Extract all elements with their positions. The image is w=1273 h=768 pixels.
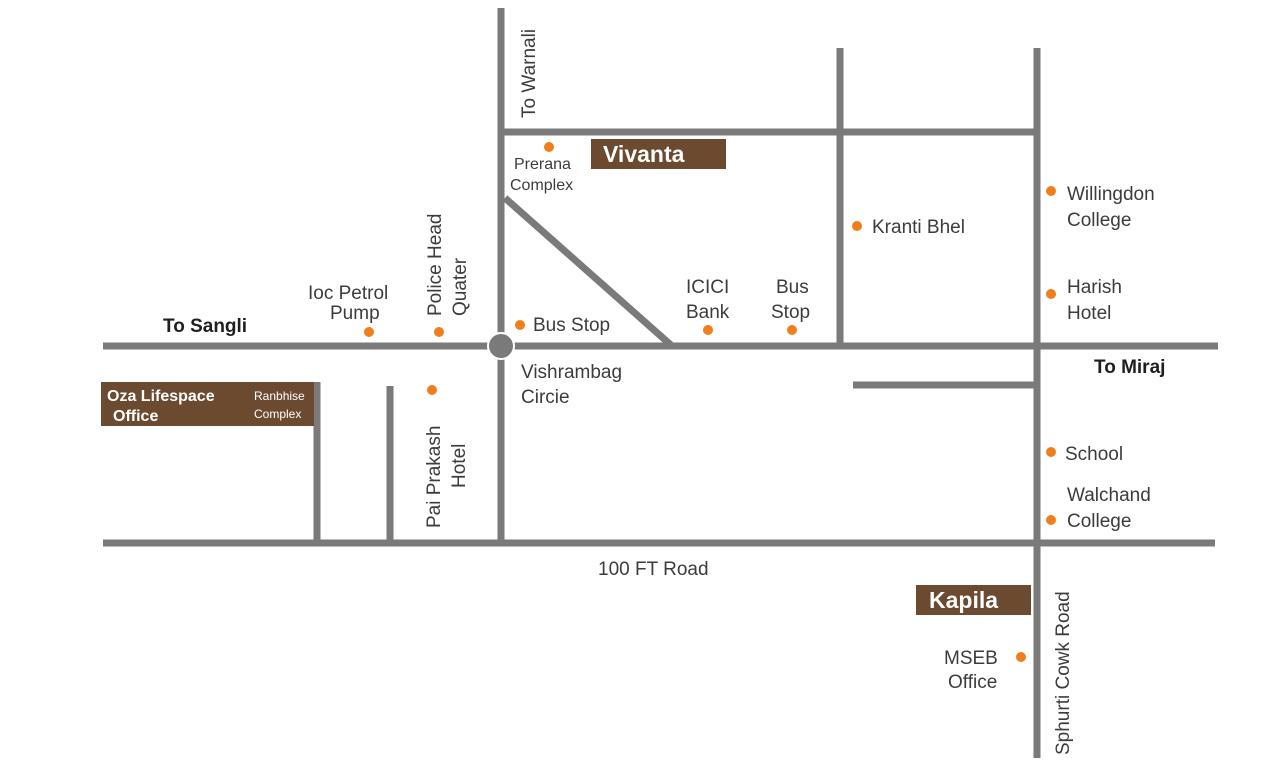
landmark-bus-stop-2: Bus Stop — [771, 277, 810, 335]
landmark-walchand-college: Walchand College — [1046, 485, 1151, 532]
pai-prakash-line2: Hotel — [449, 444, 470, 488]
landmark-school: School — [1046, 444, 1123, 465]
office-sub-line2: Complex — [254, 407, 301, 421]
vivanta-label: Vivanta — [603, 141, 685, 167]
landmark-icici-bank: ICICI Bank — [686, 277, 730, 335]
marker-dot — [434, 327, 444, 337]
bus-stop-1-label: Bus Stop — [533, 315, 610, 336]
harish-line1: Harish — [1067, 277, 1122, 298]
vishrambag-line2: Circie — [521, 387, 570, 408]
landmark-police-head-quater: Police Head Quater — [425, 214, 471, 337]
road-diagonal — [502, 195, 675, 349]
kapila-label: Kapila — [929, 587, 998, 613]
bus-stop-2-line2: Stop — [771, 302, 810, 323]
vishrambag-circle-marker — [487, 332, 515, 360]
ioc-line2: Pump — [330, 303, 380, 324]
marker-dot — [364, 327, 374, 337]
office-sub-line1: Ranbhise — [254, 389, 305, 403]
marker-dot — [703, 325, 713, 335]
icici-line2: Bank — [686, 302, 730, 323]
office-label-line2: Office — [113, 408, 158, 425]
landmark-willingdon-college: Willingdon College — [1046, 184, 1155, 231]
police-line2: Quater — [450, 257, 471, 316]
to-sangli-label: To Sangli — [163, 316, 247, 337]
roads — [103, 8, 1218, 758]
bus-stop-2-line1: Bus — [776, 277, 809, 298]
harish-line2: Hotel — [1067, 303, 1111, 324]
landmark-prerana-complex: Prerana Complex — [510, 142, 573, 194]
marker-dot — [1046, 447, 1056, 457]
landmark-ioc-petrol-pump: Ioc Petrol Pump — [308, 283, 388, 337]
oza-lifespace-office-tag: Oza Lifespace Office Ranbhise Complex — [101, 382, 314, 426]
marker-dot — [427, 385, 437, 395]
landmark-kranti-bhel: Kranti Bhel — [852, 217, 965, 238]
marker-dot — [1046, 186, 1056, 196]
police-line1: Police Head — [425, 214, 446, 316]
kranti-bhel-label: Kranti Bhel — [872, 217, 965, 238]
walchand-line1: Walchand — [1067, 485, 1151, 506]
marker-dot — [544, 142, 554, 152]
vishrambag-circle-label: Vishrambag Circie — [521, 362, 627, 408]
prerana-line1: Prerana — [514, 156, 571, 173]
kapila-tag: Kapila — [916, 585, 1031, 615]
office-label-line1: Oza Lifespace — [107, 388, 215, 405]
vishrambag-line1: Vishrambag — [521, 362, 622, 383]
marker-dot — [852, 221, 862, 231]
vivanta-tag: Vivanta — [591, 139, 726, 169]
willingdon-line1: Willingdon — [1067, 184, 1155, 205]
hundred-ft-road-label: 100 FT Road — [598, 559, 709, 580]
ioc-line1: Ioc Petrol — [308, 283, 388, 304]
marker-dot — [1046, 289, 1056, 299]
marker-dot — [787, 325, 797, 335]
mseb-line1: MSEB — [944, 648, 998, 669]
walchand-line2: College — [1067, 511, 1131, 532]
landmark-pai-prakash-hotel: Pai Prakash Hotel — [424, 385, 470, 528]
marker-dot — [1046, 515, 1056, 525]
to-miraj-label: To Miraj — [1094, 357, 1165, 378]
landmark-bus-stop-1: Bus Stop — [515, 315, 610, 336]
school-label: School — [1065, 444, 1123, 465]
landmark-mseb-office: MSEB Office — [944, 648, 1026, 693]
prerana-line2: Complex — [510, 177, 573, 194]
sphurti-cowk-road-label: Sphurti Cowk Road — [1053, 591, 1074, 755]
marker-dot — [515, 320, 525, 330]
pai-prakash-line1: Pai Prakash — [424, 426, 445, 528]
to-warnali-label: To Warnali — [519, 29, 540, 118]
icici-line1: ICICI — [686, 277, 729, 298]
landmark-harish-hotel: Harish Hotel — [1046, 277, 1122, 324]
willingdon-line2: College — [1067, 210, 1131, 231]
mseb-line2: Office — [948, 672, 997, 693]
marker-dot — [1016, 652, 1026, 662]
